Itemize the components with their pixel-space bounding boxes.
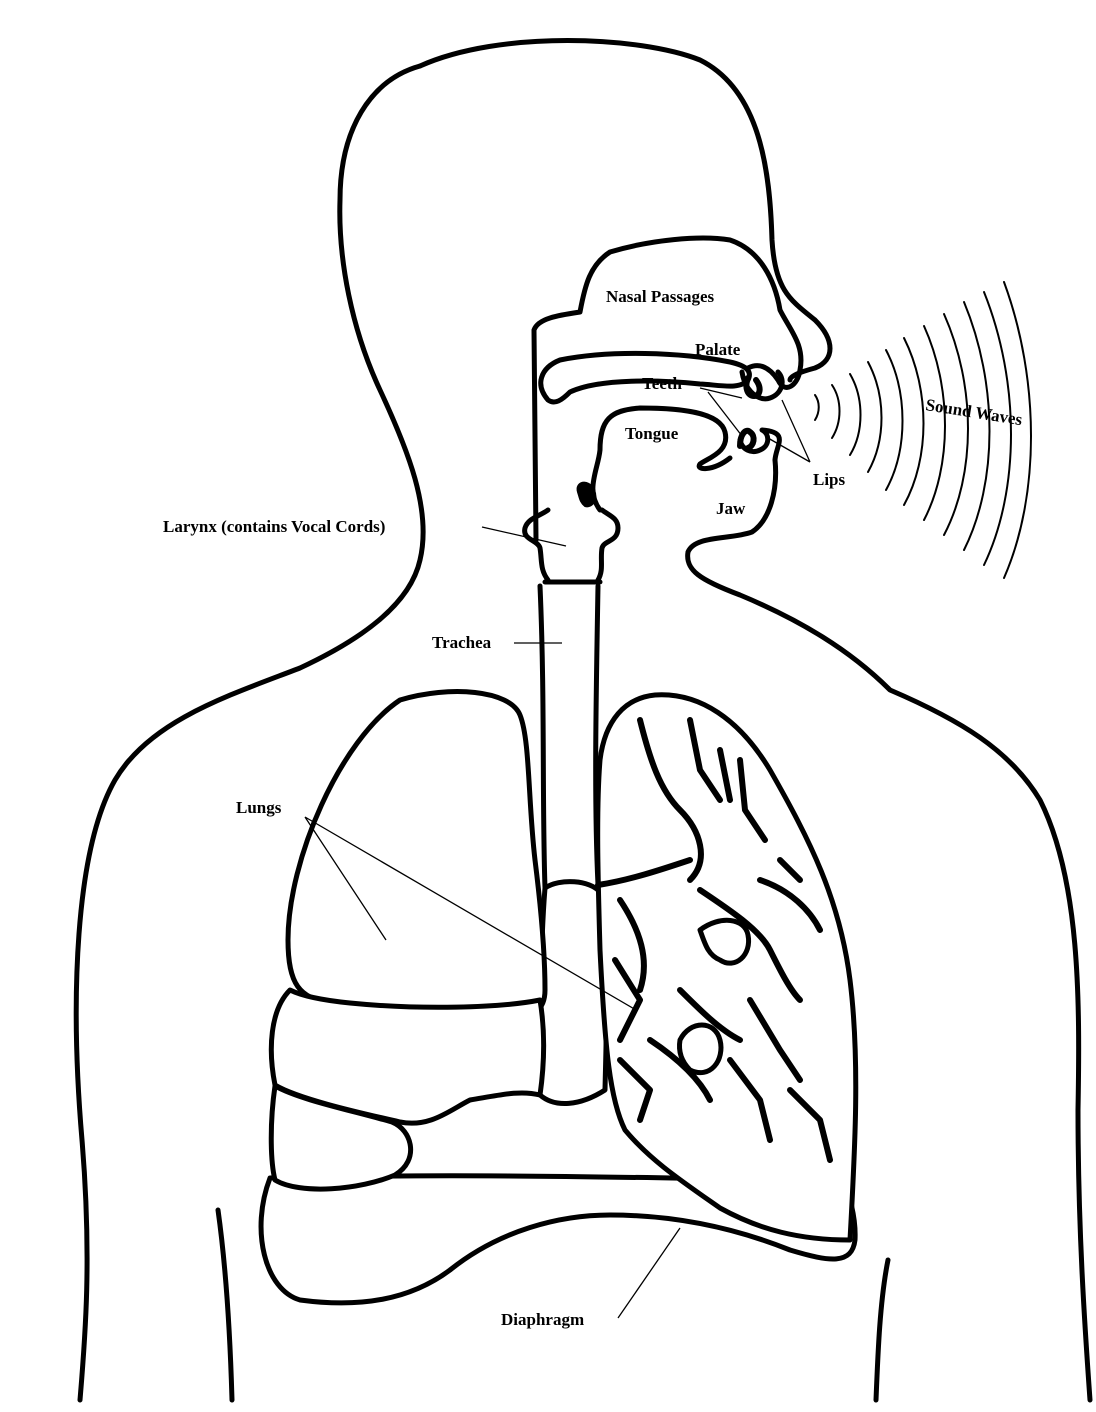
wave-5 — [886, 350, 903, 490]
label-tongue: Tongue — [625, 424, 679, 443]
label-trachea: Trachea — [432, 633, 492, 652]
label-lungs: Lungs — [236, 798, 282, 817]
diaphragm-leader — [618, 1228, 680, 1318]
wave-11 — [1004, 282, 1031, 578]
lower-tooth — [740, 431, 754, 448]
epiglottis — [578, 483, 596, 507]
upper-tooth — [746, 378, 759, 396]
wave-3 — [850, 374, 861, 455]
label-larynx: Larynx (contains Vocal Cords) — [163, 517, 385, 536]
sound-waves — [815, 282, 1031, 578]
wave-8 — [944, 314, 968, 535]
wave-2 — [832, 385, 840, 438]
label-teeth: Teeth — [642, 374, 683, 393]
label-jaw: Jaw — [716, 499, 746, 518]
left-arm-inner — [218, 1210, 232, 1400]
right-arm-inner — [876, 1260, 888, 1400]
label-nasal-passages: Nasal Passages — [606, 287, 715, 306]
wave-10 — [984, 292, 1011, 565]
wave-4 — [868, 362, 882, 472]
label-diaphragm: Diaphragm — [501, 1310, 584, 1329]
head-front-outline — [420, 41, 830, 381]
label-lips: Lips — [813, 470, 846, 489]
label-palate: Palate — [695, 340, 741, 359]
trachea-outline — [540, 582, 600, 888]
wave-6 — [904, 338, 924, 505]
wave-1 — [815, 395, 819, 420]
left-lung — [288, 692, 545, 1015]
larynx-outline — [525, 510, 618, 580]
wave-7 — [924, 326, 945, 520]
